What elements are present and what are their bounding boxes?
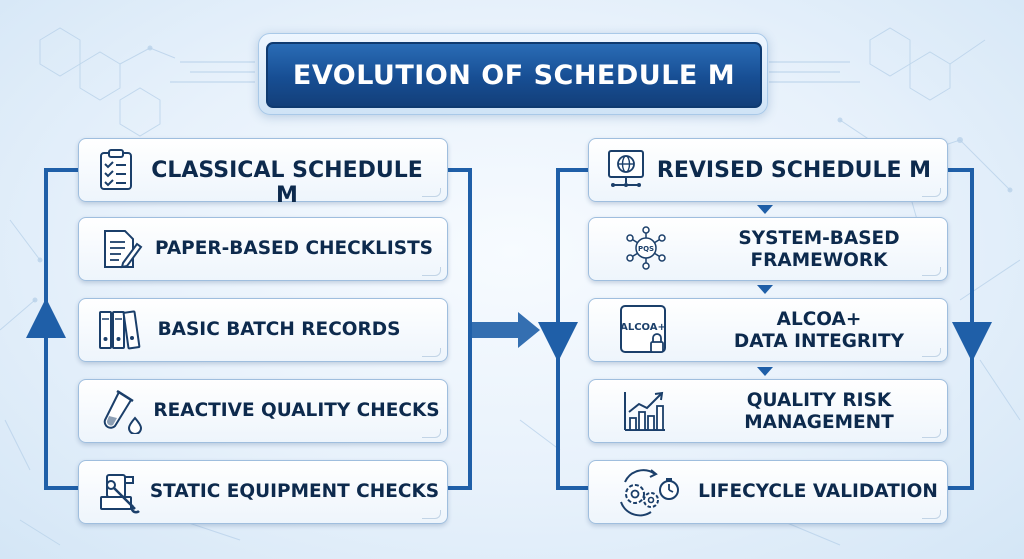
left-item-label: REACTIVE QUALITY CHECKS: [153, 400, 440, 421]
bar-chart-icon: [624, 391, 665, 431]
left-item-label: PAPER-BASED CHECKLISTS: [154, 238, 434, 259]
right-item-card: PQS SYSTEM-BASED FRAMEWORK: [588, 217, 948, 281]
right-item-card: ALCOA+ ALCOA+ DATA INTEGRITY: [588, 298, 948, 362]
right-item-line2: MANAGEMENT: [744, 412, 894, 433]
diagram-title: EVOLUTION OF SCHEDULE M: [292, 59, 736, 91]
left-item-card: STATIC EQUIPMENT CHECKS: [78, 460, 448, 524]
classical-header-label: CLASSICAL SCHEDULE M: [151, 158, 423, 209]
machine-wrench-icon: [100, 474, 140, 514]
document-pen-icon: [104, 230, 143, 269]
right-item-line1: QUALITY RISK: [746, 390, 892, 411]
right-item-line1: LIFECYCLE VALIDATION: [698, 481, 938, 502]
right-item-card: QUALITY RISK MANAGEMENT: [588, 379, 948, 443]
classical-header-card: CLASSICAL SCHEDULE M: [78, 138, 448, 208]
network-pqs-icon: PQS: [626, 226, 666, 270]
gears-cycle-icon: [620, 469, 679, 517]
revised-header-card: REVISED SCHEDULE M: [588, 138, 948, 202]
left-item-card: REACTIVE QUALITY CHECKS: [78, 379, 448, 443]
pqs-icon-text: PQS: [638, 245, 654, 253]
tablet-lock-icon: ALCOA+: [620, 305, 666, 353]
right-item-line1: SYSTEM-BASED: [738, 228, 900, 249]
right-item-line1: ALCOA+: [776, 309, 862, 330]
revised-header-label: REVISED SCHEDULE M: [656, 158, 932, 183]
alcoa-icon-text: ALCOA+: [620, 322, 666, 333]
left-item-label: STATIC EQUIPMENT CHECKS: [149, 481, 440, 502]
binders-icon: [99, 310, 141, 350]
right-item-line2: FRAMEWORK: [750, 250, 888, 271]
left-item-card: BASIC BATCH RECORDS: [78, 298, 448, 362]
title-banner: EVOLUTION OF SCHEDULE M: [266, 42, 762, 108]
right-item-line2: DATA INTEGRITY: [733, 331, 905, 352]
left-item-label: BASIC BATCH RECORDS: [157, 319, 401, 340]
right-item-card: LIFECYCLE VALIDATION: [588, 460, 948, 524]
test-tube-icon: [103, 389, 143, 434]
clipboard-checklist-icon: [100, 149, 132, 190]
left-item-card: PAPER-BASED CHECKLISTS: [78, 217, 448, 281]
monitor-globe-icon: [608, 150, 644, 187]
